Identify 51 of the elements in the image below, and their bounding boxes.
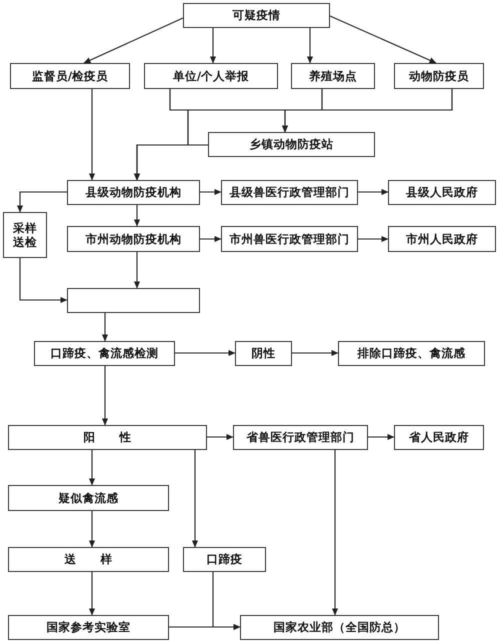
arrow — [102, 366, 108, 426]
arrow — [134, 252, 140, 288]
process-box: 县级人民政府 — [388, 180, 496, 205]
arrow — [306, 28, 314, 64]
process-box: 口蹄疫 — [183, 547, 266, 572]
process-box: 阳 性 — [8, 425, 207, 450]
process-box: 县级动物防疫机构 — [67, 180, 200, 205]
arrow — [358, 236, 388, 242]
arrow — [200, 236, 222, 242]
arrow — [84, 18, 184, 64]
arrow — [19, 258, 68, 304]
arrow — [368, 434, 394, 440]
arrow — [330, 16, 436, 64]
process-box: 采样送检 — [3, 212, 47, 258]
arrow — [207, 434, 234, 440]
arrow — [134, 205, 140, 226]
process-box: 县级兽医行政管理部门 — [221, 180, 358, 205]
arrow — [200, 188, 222, 196]
process-box: 省人民政府 — [394, 425, 484, 450]
arrow — [210, 28, 216, 64]
arrow — [169, 624, 240, 630]
arrow — [16, 191, 67, 212]
arrow — [88, 572, 96, 616]
process-box: 乡镇动物防疫站 — [208, 132, 375, 157]
process-box: 市州人民政府 — [388, 226, 496, 252]
arrow — [134, 144, 208, 180]
process-box: 养殖场点 — [291, 63, 375, 89]
process-box: 国家农业部（全国防总） — [240, 615, 439, 640]
arrow — [292, 350, 338, 356]
arrow — [102, 313, 108, 342]
process-box: 市州动物防疫机构 — [67, 226, 200, 252]
arrow — [88, 511, 96, 548]
process-box: 国家参考实验室 — [8, 615, 169, 640]
process-box: 可疑疫情 — [183, 3, 330, 28]
arrow — [332, 450, 338, 616]
arrow — [88, 89, 96, 180]
empty-box — [67, 288, 200, 313]
process-box: 送 样 — [8, 547, 169, 572]
process-box: 市州兽医行政管理部门 — [221, 226, 358, 252]
arrow — [175, 350, 236, 356]
process-box: 阴性 — [235, 341, 292, 366]
process-box: 排除口蹄疫、禽流感 — [338, 341, 485, 366]
arrow — [358, 188, 388, 196]
arrow — [88, 450, 96, 486]
process-box: 省兽医行政管理部门 — [233, 425, 368, 450]
process-box: 疑似禽流感 — [8, 485, 169, 511]
arrow — [192, 450, 198, 548]
process-box: 监督员/检疫员 — [10, 63, 130, 89]
process-box: 动物防疫员 — [394, 63, 484, 89]
process-box: 单位/个人举报 — [144, 63, 278, 89]
process-box: 口蹄疫、禽流感检测 — [34, 341, 175, 366]
